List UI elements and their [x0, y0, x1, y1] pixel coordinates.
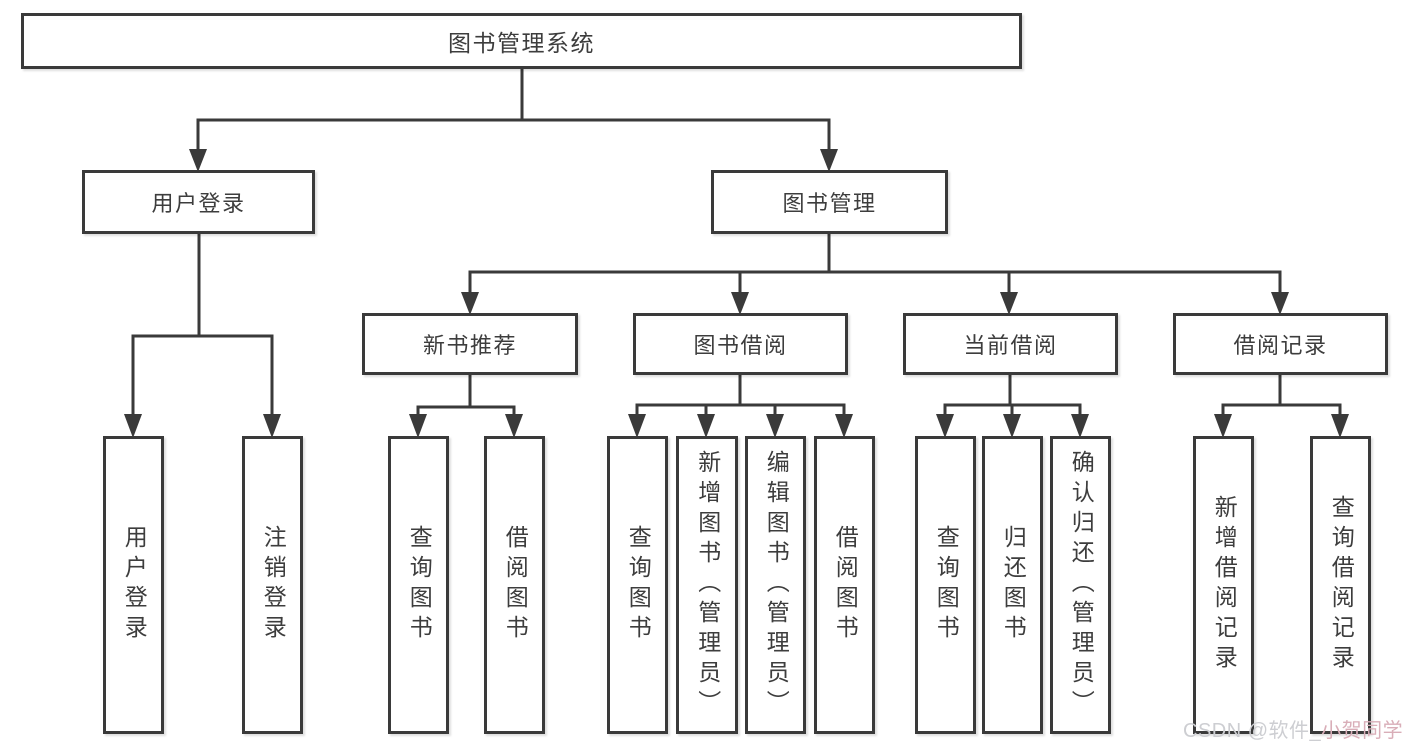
node-new-book-recommendation: 新书推荐	[362, 313, 578, 375]
node-br-add-record: 新增借阅记录	[1193, 436, 1254, 734]
connector-current-borrow-children	[936, 371, 1089, 438]
connector-book-borrow-children	[628, 371, 853, 438]
node-bb-borrow-book: 借阅图书	[814, 436, 875, 734]
connector-user-login-children	[124, 230, 281, 438]
node-book-borrowing: 图书借阅	[633, 313, 848, 375]
node-br-query-record: 查询借阅记录	[1310, 436, 1371, 734]
node-bb-add-book-admin: 新增图书（管理员）	[676, 436, 738, 734]
node-library-management-system: 图书管理系统	[21, 13, 1022, 69]
connector-new-book-rec-children	[409, 371, 523, 438]
watermark: CSDN @软件_小贺同学	[1183, 714, 1403, 743]
node-bb-edit-book-admin: 编辑图书（管理员）	[745, 436, 806, 734]
node-nbr-query-book: 查询图书	[388, 436, 449, 734]
node-cb-confirm-return-admin: 确认归还（管理员）	[1050, 436, 1111, 734]
connector-root-to-level2	[189, 66, 838, 172]
watermark-username: 小贺同学	[1321, 720, 1404, 742]
node-cb-query-book: 查询图书	[915, 436, 976, 734]
watermark-brand: CSDN @软件_	[1183, 720, 1322, 742]
connector-borrow-records-children	[1214, 371, 1349, 438]
node-logout-leaf: 注销登录	[242, 436, 303, 734]
node-cb-return-book: 归还图书	[982, 436, 1043, 734]
node-book-management: 图书管理	[711, 170, 948, 234]
node-borrowing-records: 借阅记录	[1173, 313, 1388, 375]
node-nbr-borrow-book: 借阅图书	[484, 436, 545, 734]
node-current-borrowing: 当前借阅	[903, 313, 1118, 375]
connector-book-mgmt-children	[461, 230, 1289, 315]
node-bb-query-book: 查询图书	[607, 436, 668, 734]
node-user-login: 用户登录	[82, 170, 315, 234]
node-user-login-leaf: 用户登录	[103, 436, 164, 734]
